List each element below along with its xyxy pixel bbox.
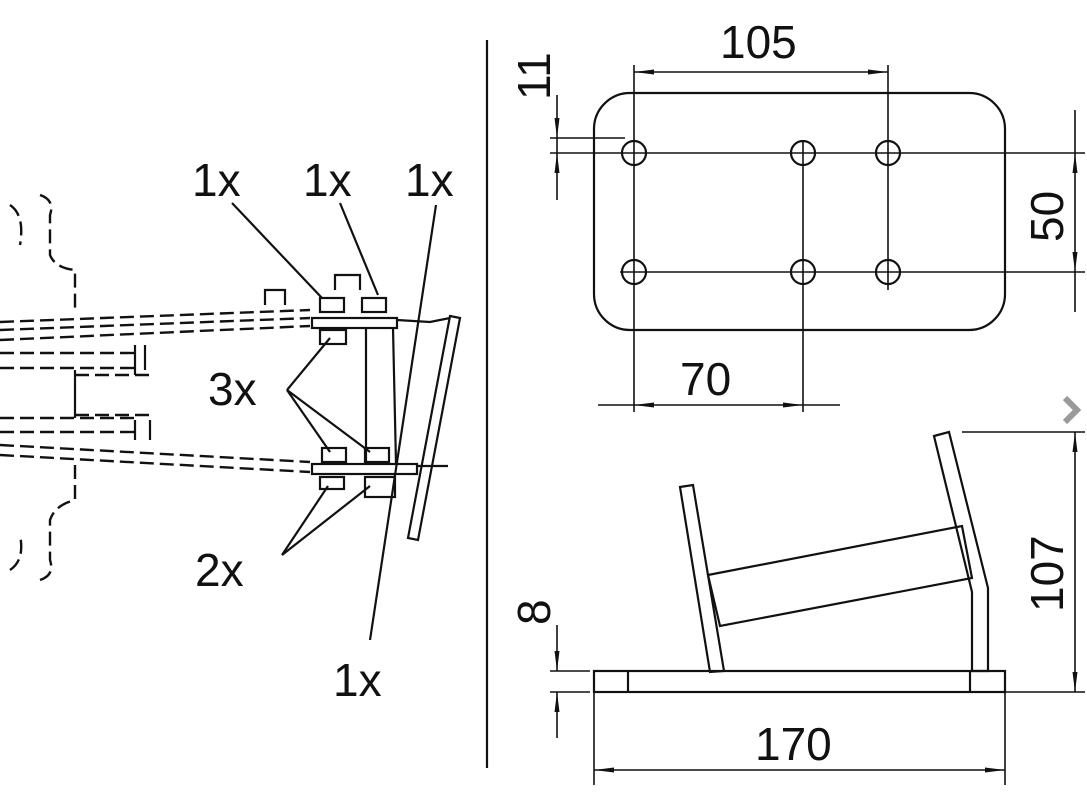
callout-lower: 2x <box>195 544 244 596</box>
bracket-side-view: 107 8 170 <box>508 430 1085 785</box>
dim-170: 170 <box>755 718 832 770</box>
callout-middle: 3x <box>208 363 257 415</box>
dim-107: 107 <box>1021 535 1073 612</box>
plate-top-view: 105 11 50 70 <box>508 16 1085 412</box>
dim-11: 11 <box>508 52 560 100</box>
dim-105: 105 <box>720 16 797 68</box>
next-image-button[interactable] <box>1060 395 1084 425</box>
chevron-right-icon <box>1062 395 1082 425</box>
dim-70: 70 <box>680 353 731 405</box>
mounting-holes <box>620 139 902 286</box>
callout-top-left: 1x <box>192 154 241 206</box>
dim-8: 8 <box>508 599 560 625</box>
callout-bottom: 1x <box>333 654 382 706</box>
assembly-view: 1x 1x 1x 3x 2x 1x <box>0 154 462 706</box>
dim-50: 50 <box>1021 191 1073 242</box>
callout-top-right: 1x <box>405 154 454 206</box>
callout-top-middle: 1x <box>303 154 352 206</box>
